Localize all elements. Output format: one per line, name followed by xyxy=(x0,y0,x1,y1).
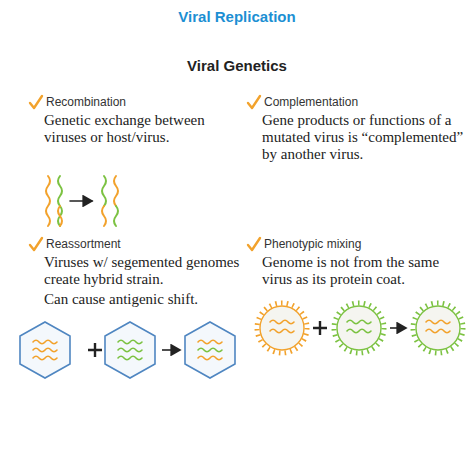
topic-note: Can cause antigenic shift. xyxy=(44,291,244,308)
page-title: Viral Replication xyxy=(0,8,474,25)
topic-description: Gene products or functions of a mutated … xyxy=(262,112,470,163)
topic-description: Viruses w/ segemented genomes create hyb… xyxy=(44,254,244,288)
section-title: Viral Genetics xyxy=(0,57,474,74)
topic-heading: Recombination xyxy=(46,95,126,109)
topic-heading: Complementation xyxy=(264,95,358,109)
topic-description: Genetic exchange between viruses or host… xyxy=(44,112,234,146)
topic-heading: Phenotypic mixing xyxy=(264,237,361,251)
reassortment-capsids xyxy=(20,322,235,378)
check-marks xyxy=(30,96,260,250)
phenotypic-mixing-virions xyxy=(257,303,463,353)
topic-description: Genome is not from the same virus as its… xyxy=(262,254,470,288)
topic-heading: Reassortment xyxy=(46,237,121,251)
recombination-strands xyxy=(46,176,118,226)
